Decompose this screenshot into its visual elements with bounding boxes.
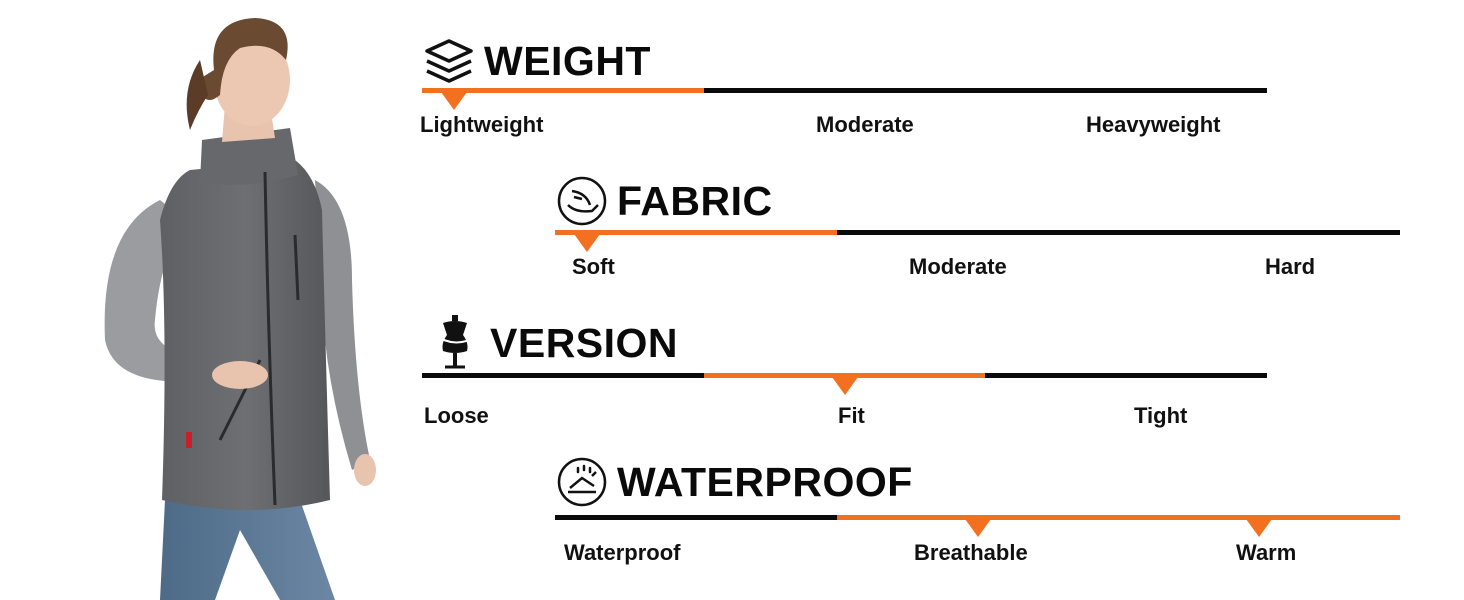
feather-hand-icon [555,174,609,228]
weight-title-row: WEIGHT [422,34,651,88]
version-title: VERSION [490,319,679,366]
fabric-option-label: Hard [1265,254,1316,279]
waterproof-pointer-icon [1246,519,1273,537]
fabric-option-label: Moderate [909,254,1007,279]
dress-form-icon [428,315,482,370]
water-shield-icon [555,455,609,509]
waterproof-pointer-icon [964,519,991,537]
waterproof-selected-segment [836,515,1119,520]
version-title-row: VERSION [428,315,679,370]
product-model-image [104,18,376,600]
weight-option-label: Moderate [816,112,914,137]
fabric-pointer-icon [574,234,600,252]
weight-option-label: Heavyweight [1086,112,1221,137]
version-scale-bar [422,373,1267,395]
version-pointer-icon [831,377,858,395]
waterproof-option-label: Warm [1236,540,1297,565]
weight-option-label: Lightweight [420,112,544,137]
layers-icon [422,34,476,88]
waterproof-option-label: Waterproof [564,540,681,565]
weight-title: WEIGHT [484,37,651,84]
waterproof-selected-segment [1118,515,1400,520]
weight-pointer-icon [441,92,467,110]
weight-selected-segment [422,88,704,93]
version-option-label: Fit [838,403,865,428]
fabric-scale-bar [555,230,1400,252]
fabric-title-row: FABRIC [555,174,773,228]
version-option-label: Tight [1134,403,1188,428]
fabric-selected-segment [555,230,837,235]
version-selected-segment [703,373,986,378]
version-option-label: Loose [424,403,489,428]
waterproof-option-label: Breathable [914,540,1028,565]
waterproof-scale-bar [555,515,1400,537]
waterproof-title-row: WATERPROOF [555,455,913,509]
weight-scale-bar [422,88,1267,110]
waterproof-title: WATERPROOF [617,458,913,505]
fabric-option-label: Soft [572,254,615,279]
fabric-title: FABRIC [617,177,773,224]
